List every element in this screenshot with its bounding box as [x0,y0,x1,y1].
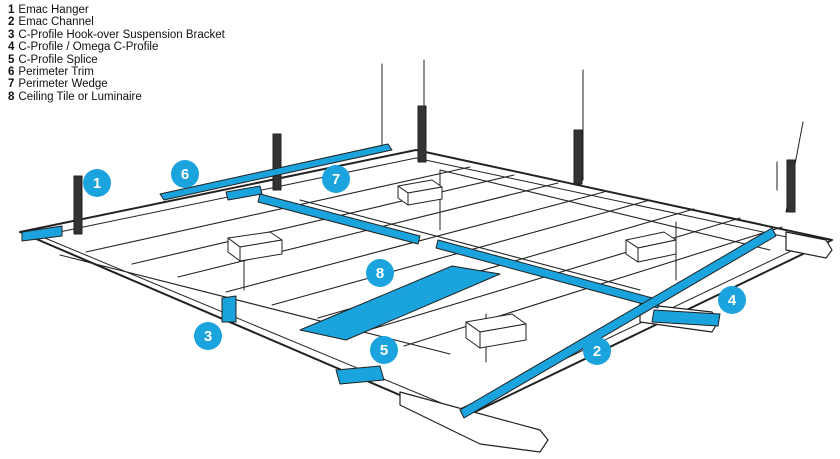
badge-label: 5 [380,342,388,359]
legend-label: C-Profile / Omega C-Profile [18,41,159,54]
legend-label: Emac Channel [18,16,94,29]
perimeter-trim-highlight [21,225,63,242]
legend-number: 8 [8,90,15,103]
legend-number: 1 [8,4,15,16]
emac-channel-highlight-2 [435,239,661,309]
legend-number: 4 [8,41,15,54]
badge-2: 2 [583,337,611,365]
legend-number: 3 [8,28,15,41]
badge-label: 2 [593,343,601,360]
badge-label: 3 [204,328,212,345]
perimeter-wedge-highlight [225,185,263,201]
legend-number: 5 [8,53,15,66]
legend-label: Perimeter Wedge [18,78,108,91]
badge-label: 6 [181,166,189,183]
c-profile-highlight [651,309,721,327]
badge-1: 1 [83,169,111,197]
badge-label: 4 [728,292,737,309]
badge-label: 8 [376,265,384,282]
bracket-highlight [221,295,237,323]
legend-number: 7 [8,78,15,91]
badge-8: 8 [366,259,394,287]
badge-5: 5 [370,336,398,364]
perimeter-trim-top-highlight [159,143,393,201]
legend-number: 2 [8,16,15,29]
ceiling-tile-highlight [299,265,501,341]
legend-label: Ceiling Tile or Luminaire [18,90,142,103]
legend-number: 6 [8,66,15,79]
splice-highlight [335,365,385,385]
emac-channel-highlight-3 [459,227,777,419]
badge-4: 4 [718,286,746,314]
badge-label: 7 [332,171,340,188]
badge-6: 6 [171,160,199,188]
badge-label: 1 [93,175,101,192]
legend-label: C-Profile Splice [18,53,98,66]
badge-3: 3 [194,322,222,350]
luminaire-boxes [227,179,677,349]
emac-hangers [73,105,796,235]
legend-label: Emac Hanger [18,4,89,16]
badge-7: 7 [322,165,350,193]
legend-label: C-Profile Hook-over Suspension Bracket [18,28,225,41]
emac-channel-highlight [257,193,421,245]
legend-label: Perimeter Trim [18,66,94,79]
